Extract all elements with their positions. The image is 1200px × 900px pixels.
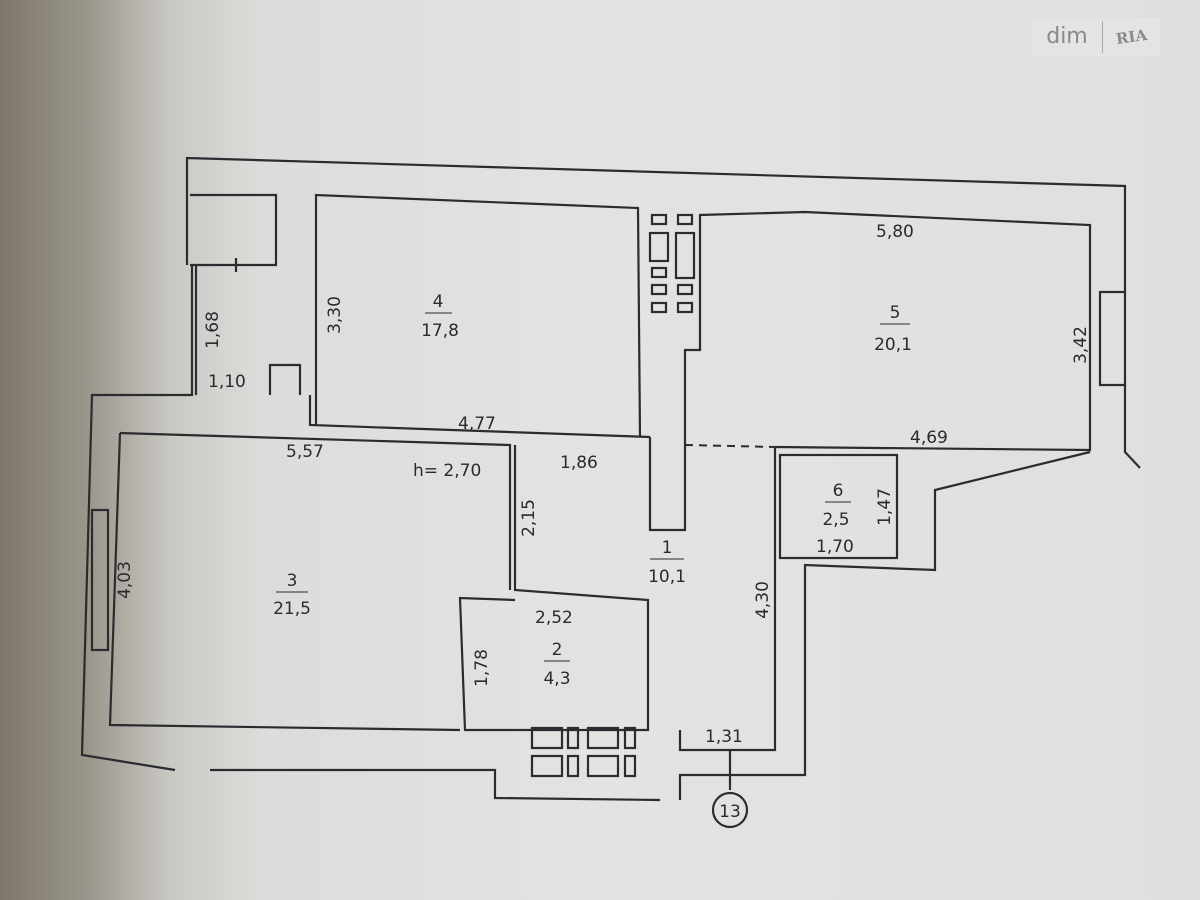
dim-3-30: 3,30	[325, 296, 345, 334]
dim-2-15: 2,15	[519, 499, 539, 537]
room-2-area: 4,3	[543, 669, 570, 689]
room-1-area: 10,1	[648, 567, 686, 587]
walls	[80, 156, 1141, 829]
dim-ria-logo: dim RIA	[1032, 18, 1160, 56]
dim-4-69: 4,69	[910, 428, 948, 448]
window-left	[90, 508, 110, 652]
dim-1-10: 1,10	[208, 372, 246, 392]
dim-4-03: 4,03	[115, 561, 135, 599]
room-2-number: 2	[552, 640, 563, 660]
entrance-number: 13	[719, 802, 741, 822]
room-5-number: 5	[890, 303, 901, 323]
room-3-area: 21,5	[273, 599, 311, 619]
dim-1-70: 1,70	[816, 537, 854, 557]
room-1-number: 1	[662, 538, 673, 558]
vent-blocks-top	[648, 213, 696, 314]
dim-2-52: 2,52	[535, 608, 573, 628]
dim-5-57: 5,57	[286, 442, 324, 462]
dim-1-47: 1,47	[875, 488, 895, 526]
dim-1-31: 1,31	[705, 727, 743, 747]
dimension-labels: 1,68 3,30 1,10 4,77 5,57 h= 2,70 1,86 5,…	[115, 222, 1091, 822]
logo-dim: dim	[1032, 21, 1103, 53]
vent-blocks-bottom	[530, 726, 637, 778]
dim-1-86: 1,86	[560, 453, 598, 473]
dim-5-80: 5,80	[876, 222, 914, 242]
room-4-number: 4	[433, 292, 444, 312]
room-3-number: 3	[287, 571, 298, 591]
room-labels: 4 17,8 5 20,1 3 21,5 1 10,1 2 4,3 6 2,5	[273, 292, 912, 689]
dim-1-68: 1,68	[203, 311, 223, 349]
room-6-number: 6	[833, 481, 844, 501]
dim-4-30: 4,30	[753, 581, 773, 619]
entrance-marker	[711, 791, 749, 829]
room-6-area: 2,5	[822, 510, 849, 530]
dim-4-77: 4,77	[458, 414, 496, 434]
dim-1-78: 1,78	[472, 649, 492, 687]
dim-3-42: 3,42	[1071, 326, 1091, 364]
room-6-box	[778, 453, 899, 560]
window-right	[1098, 290, 1127, 387]
room-5-area: 20,1	[874, 335, 912, 355]
room-4-area: 17,8	[421, 321, 459, 341]
ceiling-height: h= 2,70	[413, 461, 481, 481]
